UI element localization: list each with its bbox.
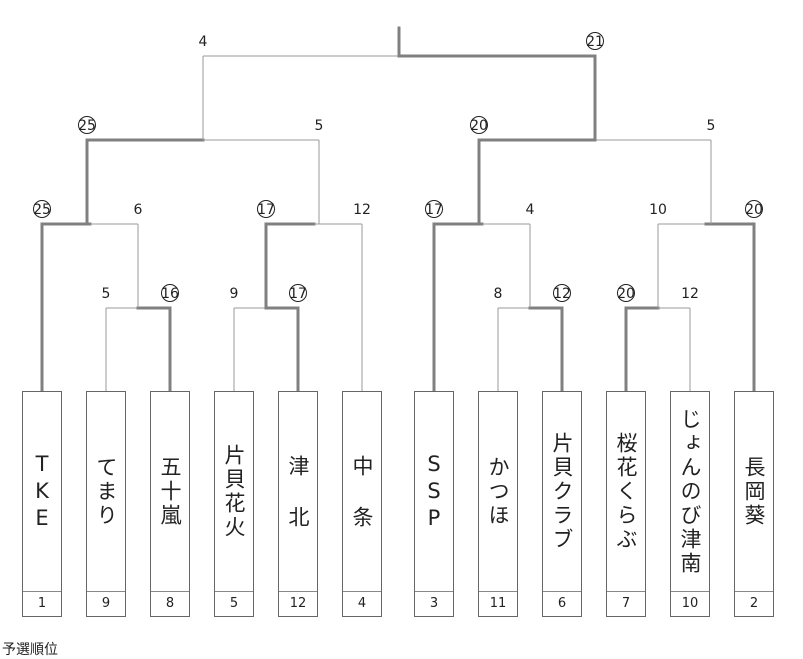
winner-score-circle xyxy=(33,200,51,218)
team-box-1: TKE 1 xyxy=(22,391,62,617)
match-score: 20 xyxy=(470,118,488,134)
match-score: 5 xyxy=(315,118,324,134)
team-seed: 5 xyxy=(215,591,253,616)
team-name: 片貝クラブ xyxy=(550,432,574,552)
team-seed: 12 xyxy=(279,591,317,616)
match-score: 4 xyxy=(526,202,535,218)
team-box-2: てまり 9 xyxy=(86,391,126,617)
match-score: 20 xyxy=(745,202,763,218)
team-name: TKE xyxy=(30,451,54,533)
team-name: じょんのび津南 xyxy=(678,408,702,576)
winner-score-circle xyxy=(617,284,635,302)
team-seed: 8 xyxy=(151,591,189,616)
team-name: 中 条 xyxy=(350,454,374,530)
match-score: 8 xyxy=(494,286,503,302)
winner-score-circle xyxy=(257,200,275,218)
team-name: SSP xyxy=(422,451,446,533)
team-name: 五十嵐 xyxy=(158,456,182,528)
match-score: 5 xyxy=(707,118,716,134)
match-score: 4 xyxy=(199,34,208,50)
preliminary-rank-label: 予選順位 xyxy=(2,642,58,658)
team-box-6: 中 条 4 xyxy=(342,391,382,617)
team-seed: 7 xyxy=(607,591,645,616)
team-name: 長岡葵 xyxy=(742,456,766,528)
match-score: 5 xyxy=(102,286,111,302)
match-score: 16 xyxy=(161,286,179,302)
team-name: 桜花くらぶ xyxy=(614,432,638,552)
match-score: 6 xyxy=(134,202,143,218)
match-score: 20 xyxy=(617,286,635,302)
match-score: 17 xyxy=(289,286,307,302)
team-seed: 3 xyxy=(415,591,453,616)
match-score: 21 xyxy=(586,34,604,50)
match-score: 17 xyxy=(425,202,443,218)
team-seed: 6 xyxy=(543,591,581,616)
team-box-8: かつほ 11 xyxy=(478,391,518,617)
match-score: 12 xyxy=(553,286,571,302)
team-name: 津 北 xyxy=(286,454,310,530)
winner-score-circle xyxy=(289,284,307,302)
winner-score-circle xyxy=(78,116,96,134)
match-score: 12 xyxy=(353,202,371,218)
team-name: かつほ xyxy=(486,456,510,528)
team-seed: 10 xyxy=(671,591,709,616)
team-name: てまり xyxy=(94,456,118,528)
team-seed: 1 xyxy=(23,591,61,616)
match-score: 9 xyxy=(230,286,239,302)
team-seed: 11 xyxy=(479,591,517,616)
team-box-4: 片貝花火 5 xyxy=(214,391,254,617)
team-box-3: 五十嵐 8 xyxy=(150,391,190,617)
match-score: 10 xyxy=(649,202,667,218)
winner-score-circle xyxy=(745,200,763,218)
team-name: 片貝花火 xyxy=(222,444,246,540)
match-score: 12 xyxy=(681,286,699,302)
team-box-9: 片貝クラブ 6 xyxy=(542,391,582,617)
match-score: 25 xyxy=(33,202,51,218)
match-score: 17 xyxy=(257,202,275,218)
winner-score-circle xyxy=(553,284,571,302)
team-seed: 4 xyxy=(343,591,381,616)
team-seed: 9 xyxy=(87,591,125,616)
winner-score-circle xyxy=(161,284,179,302)
team-seed: 2 xyxy=(735,591,773,616)
winner-score-circle xyxy=(586,32,604,50)
team-box-12: 長岡葵 2 xyxy=(734,391,774,617)
match-score: 25 xyxy=(78,118,96,134)
winner-score-circle xyxy=(470,116,488,134)
team-box-11: じょんのび津南 10 xyxy=(670,391,710,617)
team-box-10: 桜花くらぶ 7 xyxy=(606,391,646,617)
winner-score-circle xyxy=(425,200,443,218)
team-box-5: 津 北 12 xyxy=(278,391,318,617)
team-box-7: SSP 3 xyxy=(414,391,454,617)
